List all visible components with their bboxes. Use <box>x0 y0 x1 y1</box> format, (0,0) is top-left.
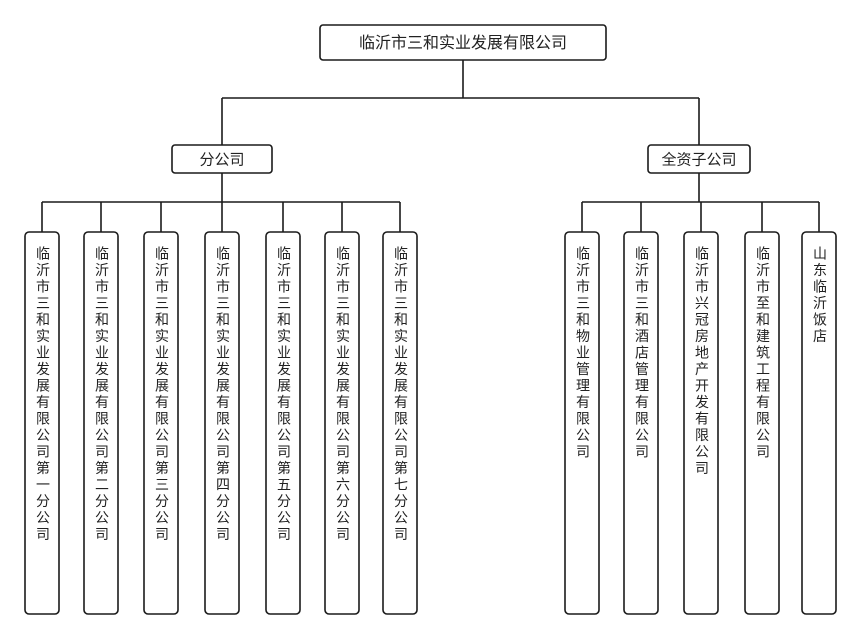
child-node-label: 山东临沂饭店 <box>811 246 827 345</box>
group-node-box <box>647 144 751 174</box>
root-node[interactable]: 临沂市三和实业发展有限公司 <box>319 24 607 61</box>
child-node[interactable]: 临沂市三和实业发展有限公司第二分公司 <box>83 231 119 615</box>
child-node-label: 临沂市三和实业发展有限公司第一分公司 <box>34 246 50 543</box>
child-node-box <box>623 231 659 615</box>
child-node-label: 临沂市至和建筑工程有限公司 <box>754 246 770 461</box>
child-node-box <box>83 231 119 615</box>
child-node-box <box>683 231 719 615</box>
group-node-box <box>171 144 273 174</box>
group-node-label: 分公司 <box>199 151 244 169</box>
child-node-label: 临沂市三和物业管理有限公司 <box>574 246 590 461</box>
child-node-label: 临沂市三和实业发展有限公司第七分公司 <box>392 246 408 543</box>
child-node-box <box>382 231 418 615</box>
group-node-1[interactable]: 全资子公司 <box>647 144 751 174</box>
child-node-label: 临沂市三和实业发展有限公司第四分公司 <box>214 246 230 543</box>
root-node-label: 临沂市三和实业发展有限公司 <box>359 33 567 52</box>
child-node-box <box>265 231 301 615</box>
child-node-label: 临沂市三和实业发展有限公司第二分公司 <box>93 246 109 543</box>
root-node-box <box>319 24 607 61</box>
child-node[interactable]: 临沂市三和实业发展有限公司第一分公司 <box>24 231 60 615</box>
group-node-0[interactable]: 分公司 <box>171 144 273 174</box>
group-node-label: 全资子公司 <box>661 151 736 169</box>
child-node-box <box>324 231 360 615</box>
child-node[interactable]: 临沂市三和实业发展有限公司第五分公司 <box>265 231 301 615</box>
child-node[interactable]: 临沂市至和建筑工程有限公司 <box>744 231 780 615</box>
child-node[interactable]: 临沂市三和实业发展有限公司第七分公司 <box>382 231 418 615</box>
child-node-box <box>744 231 780 615</box>
child-node-box <box>143 231 179 615</box>
child-node[interactable]: 临沂市三和酒店管理有限公司 <box>623 231 659 615</box>
child-node[interactable]: 临沂市三和实业发展有限公司第六分公司 <box>324 231 360 615</box>
child-node-box <box>204 231 240 615</box>
child-node[interactable]: 临沂市兴冠房地产开发有限公司 <box>683 231 719 615</box>
child-node-label: 临沂市三和实业发展有限公司第五分公司 <box>275 246 291 543</box>
child-node-label: 临沂市三和酒店管理有限公司 <box>633 246 649 461</box>
child-node-box <box>801 231 837 615</box>
child-node-box <box>564 231 600 615</box>
child-node-label: 临沂市兴冠房地产开发有限公司 <box>693 246 709 477</box>
child-node-box <box>24 231 60 615</box>
child-node[interactable]: 临沂市三和实业发展有限公司第四分公司 <box>204 231 240 615</box>
connectors <box>41 60 820 232</box>
child-node-label: 临沂市三和实业发展有限公司第三分公司 <box>153 246 169 543</box>
child-node[interactable]: 临沂市三和实业发展有限公司第三分公司 <box>143 231 179 615</box>
child-node[interactable]: 山东临沂饭店 <box>801 231 837 615</box>
child-node-label: 临沂市三和实业发展有限公司第六分公司 <box>334 246 350 543</box>
child-node[interactable]: 临沂市三和物业管理有限公司 <box>564 231 600 615</box>
